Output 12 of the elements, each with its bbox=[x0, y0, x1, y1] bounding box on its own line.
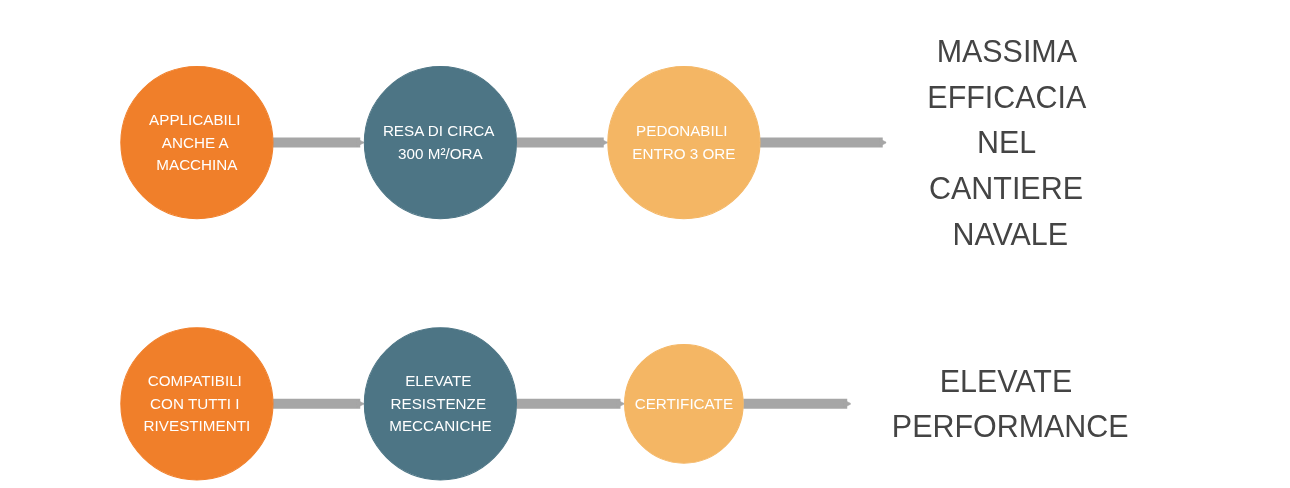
node-text: ELEVATE PERFORMANCE bbox=[891, 364, 1129, 444]
arrow bbox=[273, 137, 365, 148]
node-circle: COMPATIBILI CON TUTTI I RIVESTIMENTI bbox=[120, 327, 274, 481]
arrow bbox=[273, 398, 365, 409]
node-circle: CERTIFICATE bbox=[624, 343, 744, 464]
node-circle: RESA DI CIRCA 300 M²/ORA bbox=[363, 65, 517, 220]
node-text: MASSIMA EFFICACIA NEL CANTIERE NAVALE bbox=[927, 34, 1085, 251]
node-circle: ELEVATE RESISTENZE MECCANICHE bbox=[363, 327, 517, 481]
node-circle: PEDONABILI ENTRO 3 ORE bbox=[607, 65, 761, 220]
arrow bbox=[516, 398, 625, 409]
node-circle: APPLICABILI ANCHE A MACCHINA bbox=[120, 65, 274, 220]
arrow bbox=[743, 398, 852, 409]
